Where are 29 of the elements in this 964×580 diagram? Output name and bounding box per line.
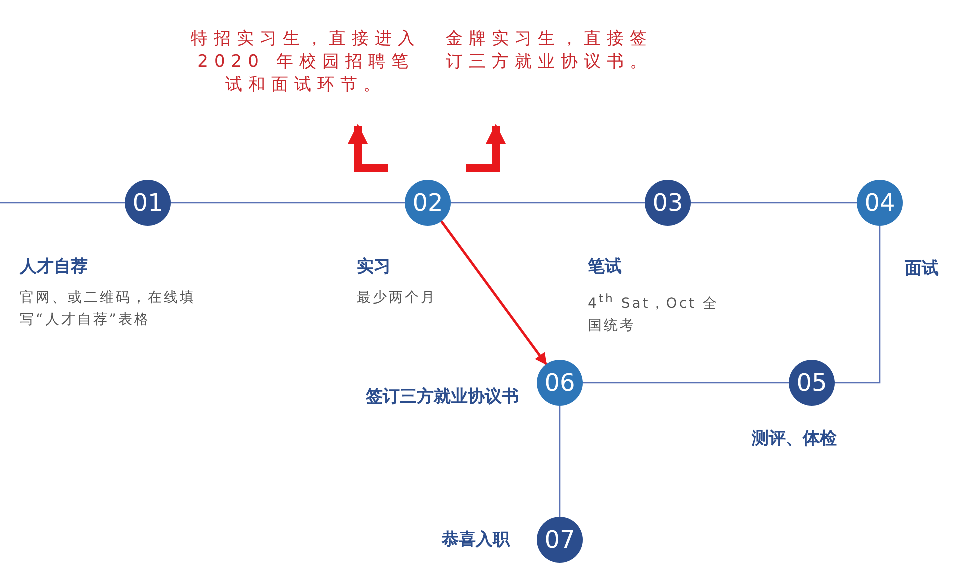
arrow — [440, 220, 548, 366]
step-title: 实习 — [357, 256, 391, 278]
connector-line — [451, 202, 645, 204]
step-description: 官网、或二维码，在线填写“人才自荐”表格 — [20, 289, 197, 330]
connector-line — [559, 406, 561, 517]
callout-text: 金牌实习生，直接签订三方就业协议书。 — [446, 29, 653, 72]
step-title: 笔试 — [588, 256, 622, 278]
step-circle: 06 — [537, 360, 583, 406]
step-title: 面试 — [905, 258, 939, 280]
step-title: 恭喜入职 — [442, 529, 510, 551]
elbow-arrow — [348, 124, 388, 172]
step-circle: 02 — [405, 180, 451, 226]
step-circle: 04 — [857, 180, 903, 226]
step-description: 4$^{th}$ Sat，Oct 全国统考 — [588, 290, 720, 336]
connector-line — [691, 202, 857, 204]
connector-line — [835, 226, 881, 384]
callout-text: 特招实习生，直接进入 2020 年校园招聘笔试和面试环节。 — [191, 29, 421, 95]
step-title: 人才自荐 — [20, 256, 88, 278]
step-circle: 01 — [125, 180, 171, 226]
step-circle: 03 — [645, 180, 691, 226]
step-title: 签订三方就业协议书 — [366, 386, 519, 408]
step-circle: 07 — [537, 517, 583, 563]
step-title: 测评、体检 — [752, 428, 837, 450]
step-circle: 05 — [789, 360, 835, 406]
step-description: 最少两个月 — [357, 289, 438, 308]
connector-line — [171, 202, 405, 204]
connector-line — [0, 202, 125, 204]
elbow-arrow — [466, 124, 506, 172]
connector-line — [583, 382, 789, 384]
